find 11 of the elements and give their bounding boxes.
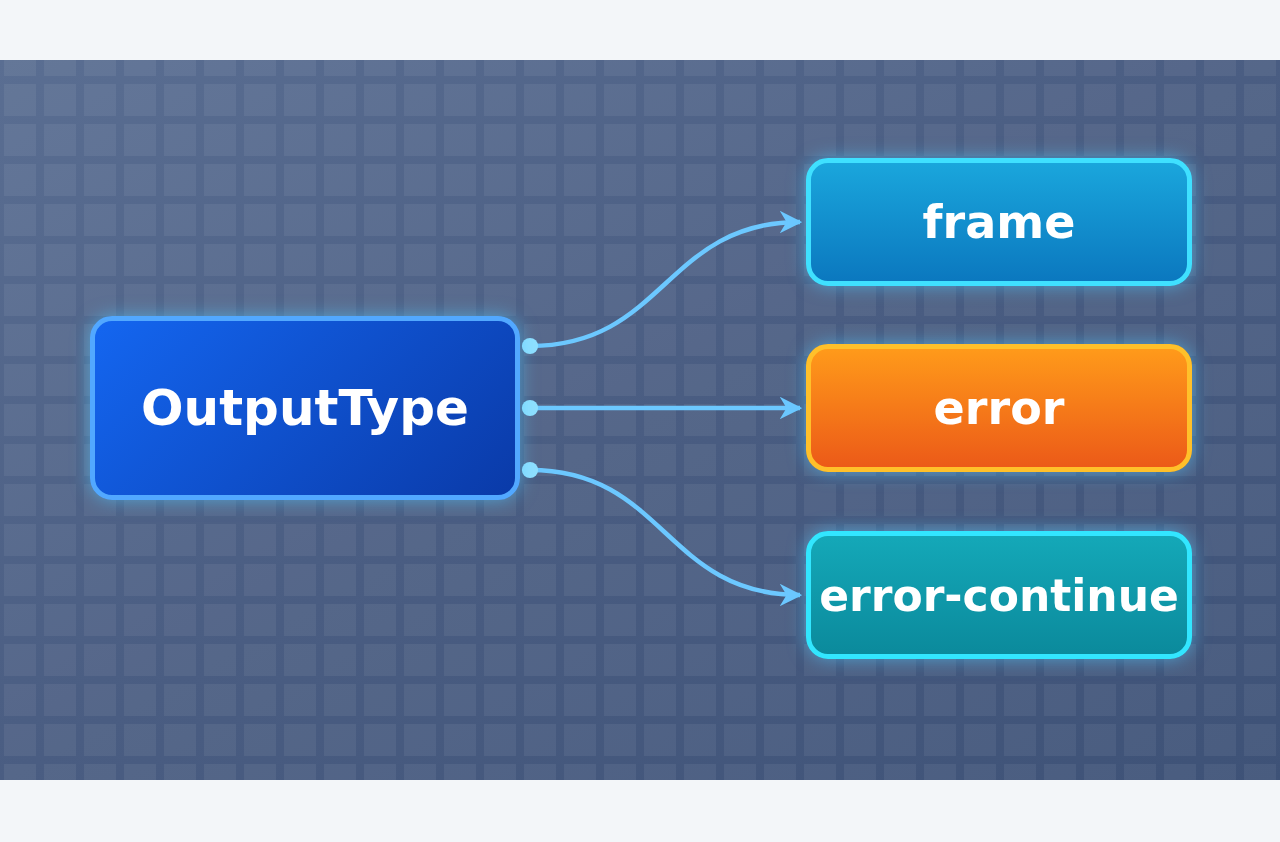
arrow: [521, 396, 803, 420]
node-label: OutputType: [141, 379, 469, 437]
arrow: [521, 212, 803, 355]
option-box: [806, 344, 1192, 472]
type-box: [90, 316, 520, 500]
node-label: frame: [922, 195, 1076, 249]
option-box: [806, 531, 1192, 659]
option-box: [806, 158, 1192, 286]
node-label: error: [933, 381, 1065, 435]
node-label: error-continue: [819, 569, 1179, 621]
arrow: [521, 461, 803, 605]
